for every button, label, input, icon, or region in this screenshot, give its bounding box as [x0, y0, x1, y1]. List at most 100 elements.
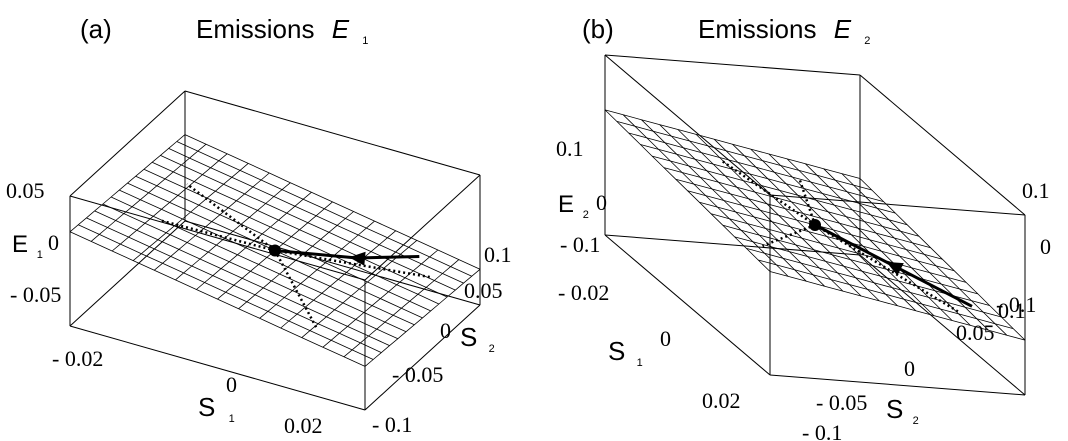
- title-sub-a: 1: [362, 35, 368, 47]
- z-tick-b-right-1: 0: [1040, 234, 1051, 259]
- y-tick-a-0: 0.1: [484, 242, 512, 267]
- mesh-line-s2: [622, 114, 789, 277]
- y-label-var-a: S: [460, 322, 477, 352]
- fixed-point: [269, 244, 281, 257]
- mesh-line-s2: [119, 189, 415, 326]
- z-label-a: E 1: [12, 231, 43, 261]
- x-label-a: S 1: [198, 392, 235, 425]
- y-label-var-b: S: [886, 394, 903, 424]
- panel-label-a: (a): [80, 14, 112, 44]
- box-edge: [69, 325, 366, 411]
- surface-a: [69, 134, 481, 367]
- box-edge: [604, 234, 771, 376]
- mesh-line-s2: [110, 196, 407, 333]
- mesh-line-s2: [604, 109, 771, 272]
- trajectory-b: [721, 159, 973, 314]
- manifold-dotted-line: [797, 177, 817, 226]
- mesh-line-s2: [160, 155, 456, 291]
- z-label-var-a: E: [12, 231, 28, 258]
- box-edge: [604, 234, 861, 256]
- manifold-dotted-line: [721, 159, 816, 227]
- x-tick-b-1: 0: [660, 326, 671, 351]
- mesh-line-s2: [143, 168, 440, 305]
- x-tick-a-2: 0.02: [284, 413, 323, 438]
- box-edge: [69, 90, 186, 197]
- mesh-line-s2: [786, 158, 953, 321]
- manifold-dotted-line: [186, 183, 276, 252]
- mesh-line-s2: [714, 139, 880, 302]
- title-sub-b: 2: [864, 35, 870, 47]
- title-text-b: Emissions: [698, 14, 816, 44]
- z-label-var-b: E: [558, 191, 574, 218]
- x-label-var-a: S: [198, 392, 215, 422]
- x-label-sub-b: 1: [637, 357, 643, 369]
- box-edge: [769, 194, 1026, 216]
- mesh-line-s2: [168, 148, 464, 284]
- y-tick-a-2: 0: [440, 318, 451, 343]
- y-label-sub-a: 2: [489, 343, 495, 355]
- mesh-line-s2: [94, 210, 390, 346]
- mesh-line-s2: [768, 153, 935, 316]
- title-var-b: E: [834, 14, 852, 44]
- mesh-line-s2: [102, 203, 399, 340]
- panel-title-a: Emissions E 1: [196, 14, 368, 47]
- box-edge: [364, 304, 481, 411]
- box-edge: [364, 174, 481, 281]
- z-tick-b-2: - 0.1: [560, 232, 600, 257]
- mesh-line-s2: [677, 129, 844, 292]
- panel-label-b: (b): [582, 14, 614, 44]
- manifold-dotted-line: [274, 249, 433, 279]
- box-edge: [69, 220, 186, 327]
- x-label-b: S 1: [608, 336, 643, 369]
- trajectory-arrow: [886, 262, 904, 276]
- z-tick-a-1: 0: [48, 230, 59, 255]
- box-edge: [184, 220, 481, 306]
- manifold-dotted-line: [159, 218, 276, 252]
- z-label-sub-b: 2: [583, 209, 589, 221]
- y-label-sub-b: 2: [913, 415, 919, 427]
- mesh-line-s2: [695, 134, 862, 297]
- mesh-line-s2: [823, 168, 989, 331]
- mesh-line-s2: [135, 175, 431, 312]
- z-tick-b-0: 0.1: [556, 136, 584, 161]
- mesh-line-s2: [151, 161, 448, 298]
- y-tick-b-1: 0.05: [956, 320, 995, 345]
- title-text-a: Emissions: [196, 14, 314, 44]
- mesh-line-s2: [750, 148, 916, 311]
- y-label-a: S 2: [460, 322, 495, 355]
- y-tick-b-2: 0: [904, 356, 915, 381]
- mesh-line-s2: [841, 173, 1008, 336]
- mesh-line-s2: [86, 217, 382, 353]
- x-label-sub-a: 1: [229, 413, 235, 425]
- panel-a: (a) Emissions E 1 0.05 0 - 0.05 E 1 - 0.…: [6, 14, 512, 438]
- title-var-a: E: [332, 14, 350, 44]
- mesh-line-s2: [641, 119, 807, 282]
- z-label-sub-a: 1: [37, 249, 43, 261]
- box-edge: [859, 74, 1026, 216]
- box-edge: [184, 90, 481, 176]
- mesh-line-s2: [805, 163, 971, 326]
- y-tick-a-3: - 0.05: [392, 362, 443, 387]
- x-tick-b-2: 0.02: [702, 388, 741, 413]
- x-label-var-b: S: [608, 336, 625, 366]
- panel-b: (b) Emissions E 2 0.1 0 - 0.1 E 2 0.1 0 …: [556, 14, 1051, 441]
- z-tick-b-right-2: - 0.1: [996, 292, 1036, 317]
- z-label-b: E 2: [558, 191, 589, 221]
- y-tick-a-4: - 0.1: [372, 412, 412, 437]
- panel-title-b: Emissions E 2: [698, 14, 870, 47]
- z-tick-b-right-0: 0.1: [1022, 178, 1050, 203]
- y-tick-a-1: 0.05: [464, 278, 503, 303]
- z-tick-a-2: - 0.05: [10, 282, 61, 307]
- y-tick-b-3: - 0.05: [816, 390, 867, 415]
- mesh-line-s2: [184, 134, 481, 270]
- z-tick-a-0: 0.05: [6, 178, 45, 203]
- trajectory-arrow: [349, 251, 366, 266]
- box-edge: [769, 374, 1026, 396]
- x-tick-b-0: - 0.02: [558, 280, 609, 305]
- box-edge: [604, 54, 861, 76]
- mesh-line-s2: [69, 231, 366, 367]
- mesh-line-s2: [659, 124, 825, 287]
- y-label-b: S 2: [886, 394, 919, 427]
- y-tick-b-4: - 0.1: [802, 420, 842, 441]
- trajectory-a: [159, 183, 433, 331]
